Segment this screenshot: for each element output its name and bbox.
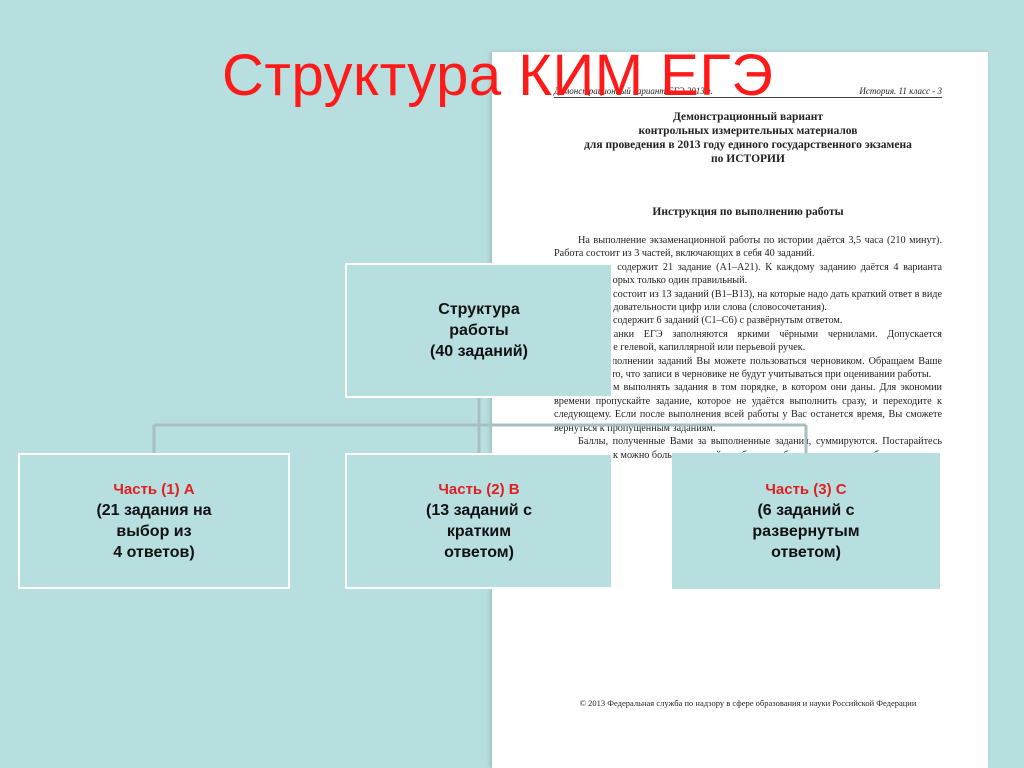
document-body: На выполнение экзаменационной работы по … bbox=[554, 234, 942, 462]
part-2-line: (13 заданий с bbox=[426, 502, 532, 519]
part-3-box: Часть (3) С (6 заданий с развернутым отв… bbox=[672, 453, 940, 589]
document-header: Демонстрационный вариант ЕГЭ 2013 г. Ист… bbox=[554, 86, 942, 98]
document-title-line: контрольных измерительных материалов bbox=[638, 125, 858, 137]
document-paragraph: При выполнении заданий Вы можете пользов… bbox=[554, 355, 942, 381]
document-paragraph: Все бланки ЕГЭ заполняются яркими чёрным… bbox=[554, 328, 942, 354]
document-paragraph: Часть 2 состоит из 13 заданий (В1–В13), … bbox=[554, 288, 942, 314]
document-paragraph: На выполнение экзаменационной работы по … bbox=[554, 235, 942, 260]
document-header-left: Демонстрационный вариант ЕГЭ 2013 г. bbox=[554, 86, 713, 96]
part-1-line: 4 ответов) bbox=[113, 544, 195, 561]
part-3-label: Часть (3) С bbox=[765, 481, 847, 498]
document-footer: © 2013 Федеральная служба по надзору в с… bbox=[579, 698, 917, 708]
root-line: работы bbox=[449, 322, 509, 339]
document-title-line: по ИСТОРИИ bbox=[711, 153, 785, 165]
part-1-label: Часть (1) А bbox=[113, 481, 195, 498]
part-3-line: развернутым bbox=[752, 523, 860, 540]
part-1-line: выбор из bbox=[116, 523, 192, 540]
root-line: Структура bbox=[438, 301, 520, 318]
document-paragraph: Советуем выполнять задания в том порядке… bbox=[554, 382, 942, 434]
document-header-right: История. 11 класс - 3 bbox=[859, 86, 942, 96]
document-page: Демонстрационный вариант ЕГЭ 2013 г. Ист… bbox=[492, 52, 988, 768]
structure-root-box: Структура работы (40 заданий) bbox=[345, 263, 613, 398]
document-title-line: Демонстрационный вариант bbox=[673, 111, 823, 123]
slide-title: Структура КИМ ЕГЭ bbox=[222, 43, 774, 108]
part-1-line: (21 задания на bbox=[96, 502, 212, 519]
part-2-box: Часть (2) В (13 заданий с кратким ответо… bbox=[345, 453, 613, 589]
root-line: (40 заданий) bbox=[430, 343, 528, 360]
part-2-label: Часть (2) В bbox=[438, 481, 520, 498]
part-2-line: кратким bbox=[446, 523, 512, 540]
part-2-line: ответом) bbox=[444, 544, 514, 561]
document-subtitle: Инструкция по выполнению работы bbox=[652, 206, 844, 218]
document-title: Демонстрационный вариант контрольных изм… bbox=[532, 110, 964, 166]
part-3-line: (6 заданий с bbox=[757, 502, 855, 519]
document-paragraph: Часть 1 содержит 21 задание (А1–А21). К … bbox=[554, 261, 942, 287]
part-3-line: ответом) bbox=[771, 544, 841, 561]
document-paragraph: Часть 3 содержит 6 заданий (С1–С6) с раз… bbox=[578, 315, 843, 327]
part-1-box: Часть (1) А (21 задания на выбор из 4 от… bbox=[18, 453, 290, 589]
document-title-line: для проведения в 2013 году единого госуд… bbox=[584, 139, 912, 151]
